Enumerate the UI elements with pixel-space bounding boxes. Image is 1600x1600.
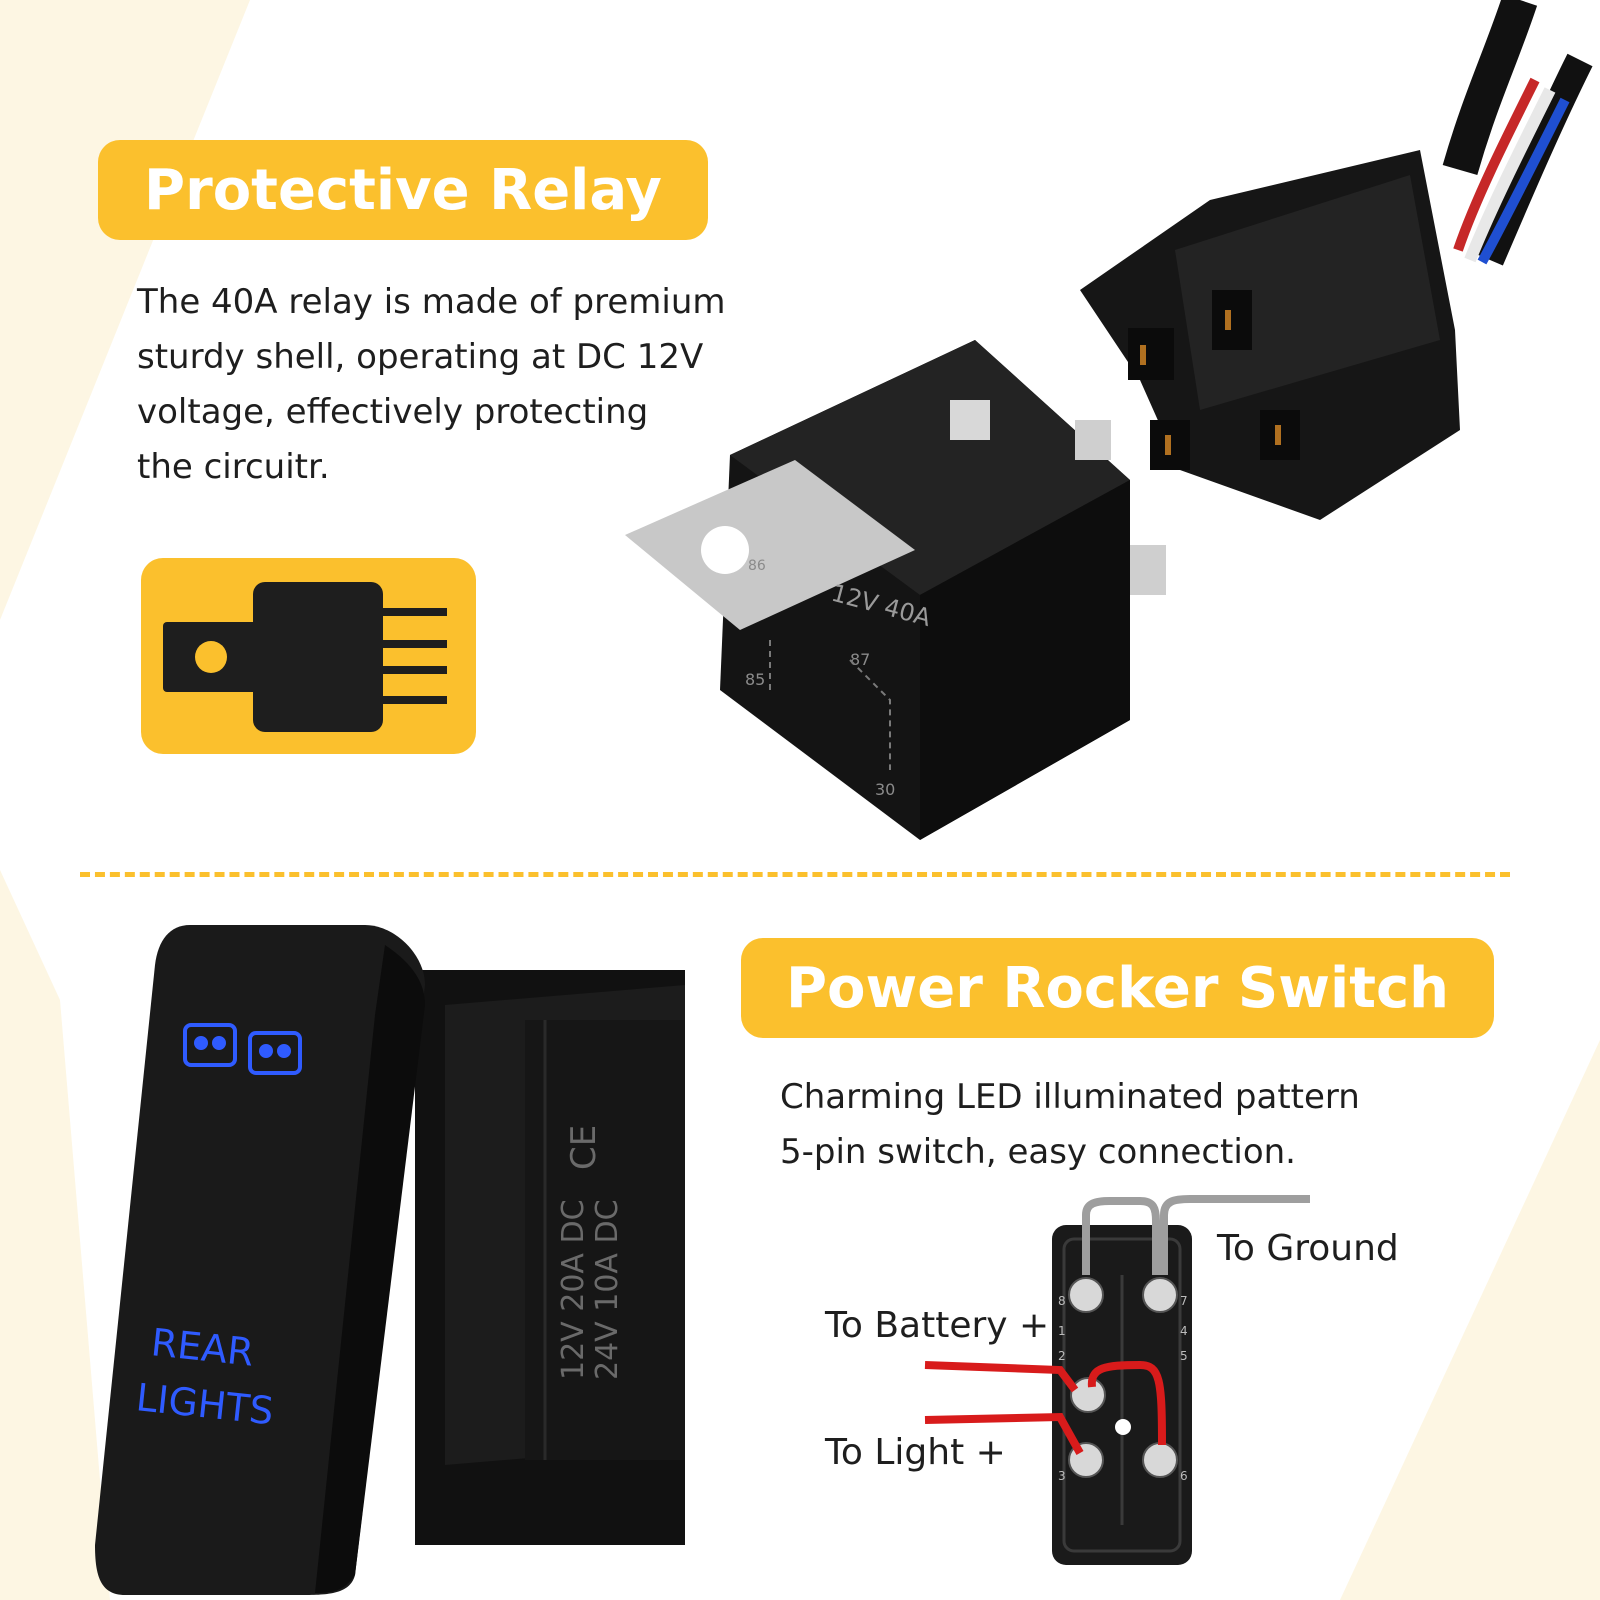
switch-description: Charming LED illuminated pattern 5-pin s… bbox=[780, 1070, 1360, 1180]
relay-illustration: 12V 40A 85 87 30 86 bbox=[625, 0, 1593, 840]
pin-number: 4 bbox=[1180, 1324, 1188, 1338]
rocker-switch-illustration: 12V 20A DC 24V 10A DC CE REAR LIGHTS bbox=[95, 925, 685, 1595]
relay-description-line: voltage, effectively protecting bbox=[137, 392, 649, 432]
relay-icon-box bbox=[141, 558, 476, 754]
pin-number: 6 bbox=[1180, 1469, 1188, 1483]
rocker-face bbox=[95, 925, 425, 1595]
power-rocker-switch-title-text: Power Rocker Switch bbox=[785, 955, 1450, 1021]
switch-housing: 12V 20A DC 24V 10A DC CE bbox=[415, 970, 685, 1545]
ce-mark: CE bbox=[564, 1125, 604, 1170]
relay-description-line: The 40A relay is made of premium bbox=[137, 282, 726, 322]
relay-description: The 40A relay is made of premium sturdy … bbox=[137, 275, 726, 495]
to-ground-label: To Ground bbox=[1217, 1228, 1399, 1269]
switch-description-line: 5-pin switch, easy connection. bbox=[780, 1132, 1296, 1172]
protective-relay-title-text: Protective Relay bbox=[144, 157, 662, 223]
relay-pin-label: 87 bbox=[850, 650, 870, 669]
switch-wiring-diagram: 8 1 2 3 7 4 5 6 bbox=[924, 1195, 1310, 1565]
pin-number: 1 bbox=[1058, 1324, 1066, 1338]
relay-socket bbox=[1080, 150, 1460, 520]
switch-rating-line: 24V 10A DC bbox=[590, 1199, 625, 1380]
to-light-label: To Light + bbox=[825, 1432, 1006, 1473]
section-divider bbox=[80, 872, 1510, 877]
switch-description-line: Charming LED illuminated pattern bbox=[780, 1077, 1360, 1117]
pin-number: 7 bbox=[1180, 1294, 1188, 1308]
relay-description-line: sturdy shell, operating at DC 12V bbox=[137, 337, 704, 377]
relay-body: 12V 40A 85 87 30 86 bbox=[625, 340, 1166, 840]
power-rocker-switch-title: Power Rocker Switch bbox=[741, 938, 1494, 1038]
relay-wire-harness bbox=[1442, 0, 1593, 266]
relay-pin-label: 85 bbox=[745, 670, 765, 689]
pin-number: 2 bbox=[1058, 1349, 1066, 1363]
rear-lights-led-icon bbox=[183, 1023, 302, 1075]
pin-number: 8 bbox=[1058, 1294, 1066, 1308]
pin-number: 5 bbox=[1180, 1349, 1188, 1363]
protective-relay-title: Protective Relay bbox=[98, 140, 708, 240]
relay-icon bbox=[163, 582, 447, 732]
relay-pin-label: 86 bbox=[748, 558, 766, 574]
relay-pin-label: 30 bbox=[875, 780, 895, 799]
to-battery-label: To Battery + bbox=[825, 1305, 1050, 1346]
rocker-label-line: REAR bbox=[149, 1320, 256, 1375]
switch-rating-line: 12V 20A DC bbox=[556, 1199, 591, 1380]
pin-number: 3 bbox=[1058, 1469, 1066, 1483]
relay-description-line: the circuitr. bbox=[137, 447, 330, 487]
